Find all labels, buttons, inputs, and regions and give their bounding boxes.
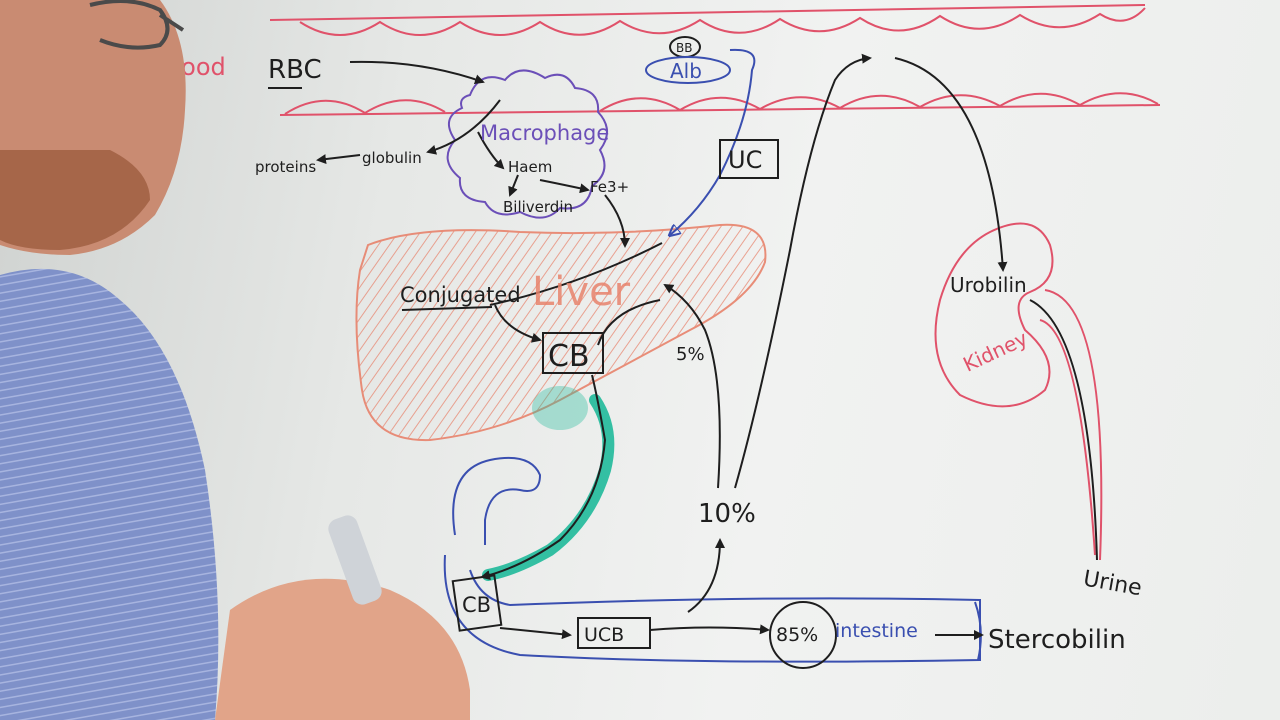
to-haem-arrow (477, 131, 505, 170)
label-urobilin: Urobilin (950, 273, 1027, 297)
gallbladder (532, 386, 588, 430)
cb-to-ucb-arrow (499, 627, 572, 640)
liver-to-cb-arrow (597, 299, 661, 346)
bile-duct-arrow (480, 374, 607, 581)
label-fe3: Fe3+ (590, 178, 629, 196)
label-5pct: 5% (676, 344, 705, 365)
85pct-ellipse (769, 601, 837, 669)
fe-to-liver-arrow (604, 194, 630, 248)
kidney-shape (934, 222, 1054, 408)
label-macrophage: Macrophage (480, 121, 609, 145)
pathway-arrows (316, 53, 1008, 640)
label-blood: Blood (158, 53, 226, 81)
ucb-to-10pct-arrow (687, 538, 725, 613)
rbc-to-macrophage-arrow (349, 60, 485, 85)
haem-to-fe-arrow (539, 179, 590, 194)
cb-liver-box (542, 332, 604, 374)
10pct-to-liver-arrow (663, 283, 721, 489)
blood-to-kidney-arrow (894, 57, 1008, 272)
label-urine: Urine (1081, 566, 1143, 601)
liver-line (489, 242, 663, 306)
label-proteins: proteins (255, 158, 316, 176)
alb-ellipse (645, 56, 731, 84)
label-rbc: RBC (268, 55, 322, 85)
uc-box (719, 139, 779, 179)
label-ucb: UCB (584, 624, 624, 646)
blood-vessel (269, 4, 1161, 116)
label-globulin: globulin (362, 149, 422, 167)
macrophage-to-globulin-arrow (426, 99, 501, 155)
label-uc: UC (728, 146, 762, 174)
label-cb-gut: CB (462, 593, 491, 617)
label-biliverdin: Biliverdin (503, 198, 573, 216)
macrophage-cell (446, 69, 608, 219)
conjugated-underline (401, 306, 493, 311)
label-kidney: Kidney (959, 326, 1031, 377)
label-bb: BB (676, 41, 692, 55)
label-cb-liver: CB (548, 339, 590, 374)
conjugated-to-cb-arrow (494, 304, 542, 343)
label-intestine: intestine (835, 620, 918, 642)
label-stercobilin: Stercobilin (988, 625, 1126, 655)
bile-duct (482, 394, 615, 581)
label-liver: Liver (532, 269, 631, 315)
ucb-box (577, 617, 651, 649)
label-conjugated: Conjugated (400, 283, 521, 307)
10pct-to-blood-arrow (734, 53, 872, 489)
globulin-to-proteins-arrow (316, 154, 361, 165)
label-alb: Alb (670, 59, 702, 83)
haem-to-biliverdin-arrow (508, 174, 519, 197)
alb-to-liver-arrow (670, 48, 756, 235)
label-85pct: 85% (776, 624, 818, 646)
ucb-to-85-arrow (649, 624, 770, 635)
label-haem: Haem (508, 158, 552, 176)
ureter (1029, 289, 1103, 561)
label-10pct: 10% (698, 499, 756, 529)
